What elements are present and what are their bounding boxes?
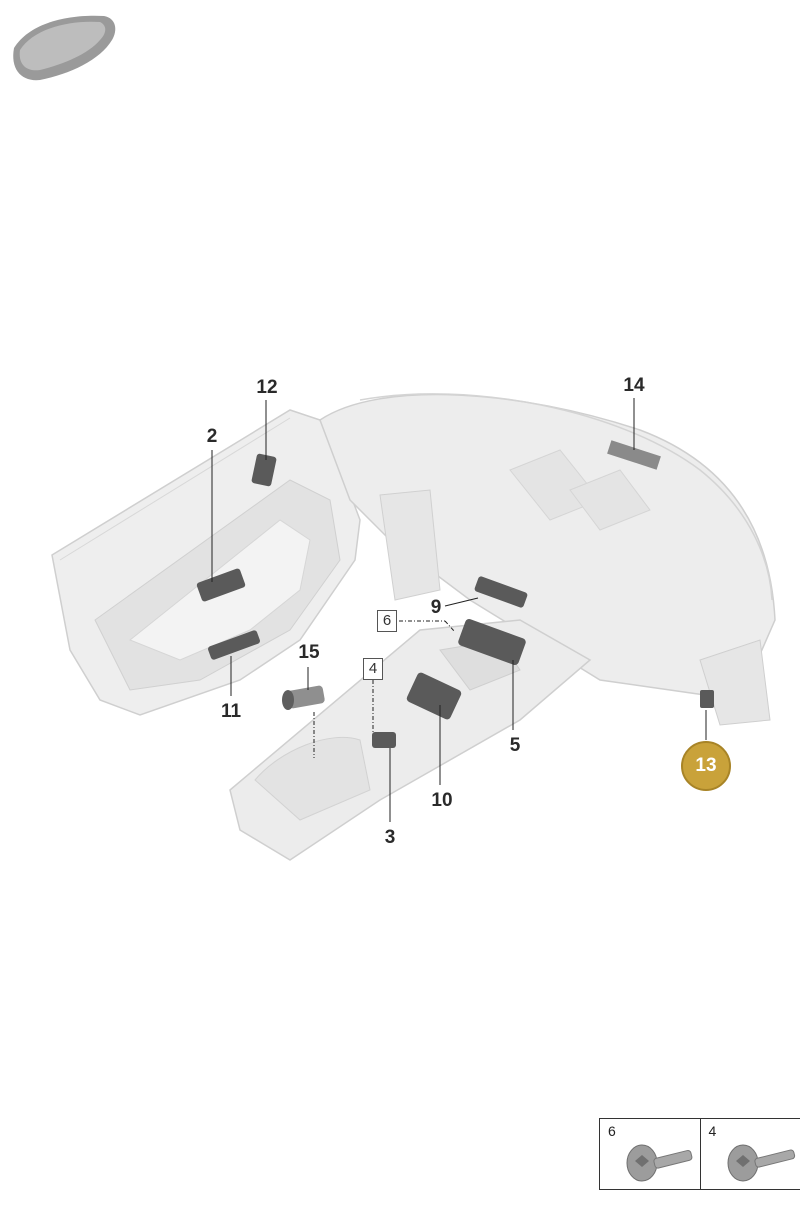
part-12-switch [251,453,277,487]
dashboard [319,393,776,726]
part-5-switch [458,619,526,665]
callout-3: 3 [384,827,396,848]
callout-2: 2 [206,426,218,447]
part-15-socket [282,685,325,710]
switch-parts [196,453,714,748]
bolt-icon [727,1144,795,1182]
part-11-switch [208,630,260,660]
car-silhouette-icon [13,15,116,81]
part-2-switch [196,568,246,602]
callout-4-box: 4 [363,658,383,680]
callout-10: 10 [431,790,453,811]
callout-14: 14 [623,375,645,396]
part-3-switch [372,732,396,748]
callout-13-highlight[interactable]: 13 [681,741,731,791]
legend-number-6: 6 [608,1123,616,1139]
screw-icon [626,1144,693,1182]
callout-5: 5 [509,735,521,756]
legend-cell-4: 4 [699,1119,800,1189]
leader-lines [211,398,707,822]
callout-6-box: 6 [377,610,397,632]
door-panel [51,409,361,716]
part-9-switch [474,576,528,608]
fastener-legend: 6 4 [599,1118,800,1190]
callout-11: 11 [220,701,242,722]
callout-9: 9 [430,597,442,618]
callout-15: 15 [298,642,320,663]
legend-number-4: 4 [708,1123,717,1139]
legend-cell-6: 6 [600,1119,700,1189]
part-13-switch [700,690,714,708]
callout-12: 12 [256,377,278,398]
part-10-switch [406,672,462,720]
center-console [229,619,592,861]
